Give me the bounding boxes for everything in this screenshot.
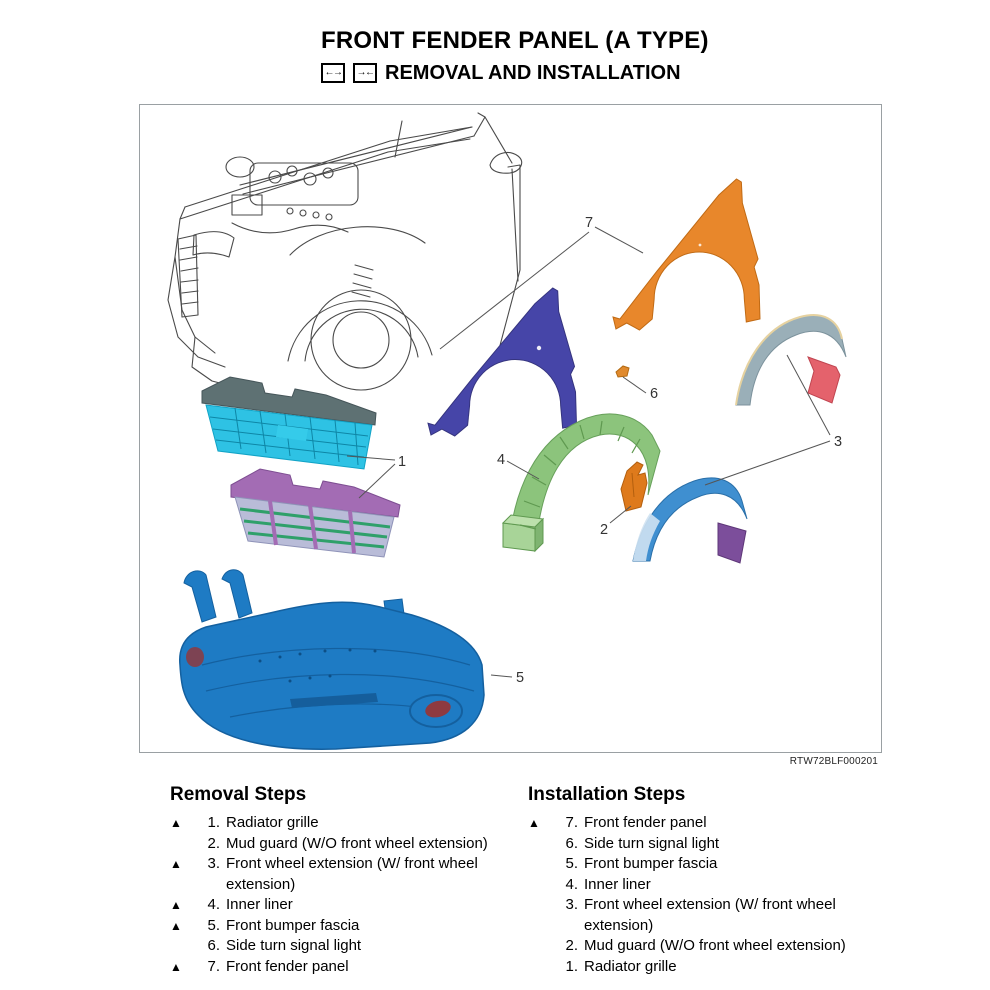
step-number: 4. xyxy=(565,875,578,893)
callout-2: 2 xyxy=(600,522,608,538)
step-text: Front wheel extension (W/ front wheel ex… xyxy=(226,855,478,893)
step-text: Radiator grille xyxy=(226,814,319,831)
front-wheel-extension-blue-part xyxy=(632,477,748,564)
removal-steps-section: Removal Steps ▲ 1. Radiator grille 2. Mud g… xyxy=(170,784,500,977)
removal-step-item: ▲ 1. Radiator grille xyxy=(170,813,500,834)
section-subtitle: REMOVAL AND INSTALLATION xyxy=(385,62,681,85)
callout-4: 4 xyxy=(497,452,505,468)
step-text: Front bumper fascia xyxy=(226,916,360,934)
installation-direction-icon: →← xyxy=(353,63,377,84)
step-marker: ▲ xyxy=(170,918,182,933)
page-title: FRONT FENDER PANEL (A TYPE) xyxy=(321,27,709,54)
side-turn-signal-light-part xyxy=(615,365,630,378)
callout-7: 7 xyxy=(585,215,593,231)
step-text: Front wheel extension (W/ front wheel ex… xyxy=(584,896,836,934)
front-bumper-fascia-part xyxy=(179,569,485,750)
removal-step-item: 2. Mud guard (W/O front wheel extension) xyxy=(170,834,500,855)
removal-step-item: ▲ 4. Inner liner xyxy=(170,895,500,916)
callout-3: 3 xyxy=(834,434,842,450)
front-wheel-extension-gray-part xyxy=(735,314,847,406)
step-text: Side turn signal light xyxy=(226,937,362,954)
page-header: FRONT FENDER PANEL (A TYPE) ←→ →← REMOVA… xyxy=(321,27,709,84)
removal-steps-heading: Removal Steps xyxy=(170,784,307,805)
installation-step-item: 2. Mud guard (W/O front wheel extension) xyxy=(528,936,868,957)
removal-steps-list: ▲ 1. Radiator grille 2. Mud guard (W/O fron… xyxy=(170,813,500,977)
radiator-grille-cyan-part xyxy=(201,376,377,470)
step-number: 6. xyxy=(207,937,220,954)
step-text: Mud guard (W/O front wheel extension) xyxy=(584,937,846,954)
step-marker: ▲ xyxy=(170,816,182,830)
step-marker: ▲ xyxy=(528,816,540,830)
step-number: 1. xyxy=(565,957,578,975)
installation-step-item: 6. Side turn signal light xyxy=(528,834,868,855)
step-number: 3. xyxy=(565,896,578,913)
front-fender-panel-indigo-part xyxy=(427,287,577,437)
installation-steps-section: Installation Steps ▲ 7. Front fender panel… xyxy=(528,784,868,977)
step-text: Radiator grille xyxy=(584,957,677,975)
subtitle-row: ←→ →← REMOVAL AND INSTALLATION xyxy=(321,62,709,84)
step-number: 1. xyxy=(207,814,220,831)
installation-step-item: 5. Front bumper fascia xyxy=(528,854,868,875)
installation-step-item: ▲ 7. Front fender panel xyxy=(528,813,868,834)
step-text: Front fender panel xyxy=(226,957,349,975)
callout-leader-lines xyxy=(346,226,831,678)
inner-liner-part xyxy=(501,413,661,553)
step-text: Inner liner xyxy=(584,875,651,893)
step-number: 2. xyxy=(207,834,220,852)
step-number: 2. xyxy=(565,937,578,954)
step-text: Inner liner xyxy=(226,896,293,913)
installation-step-item: 3. Front wheel extension (W/ front wheel … xyxy=(528,895,868,936)
step-number: 5. xyxy=(207,916,220,934)
step-number: 5. xyxy=(565,855,578,872)
callout-6: 6 xyxy=(650,386,658,402)
installation-steps-heading: Installation Steps xyxy=(528,784,686,805)
callout-5: 5 xyxy=(516,670,524,686)
exploded-diagram-frame: 7 6 3 1 4 2 5 xyxy=(139,104,882,753)
installation-step-item: 4. Inner liner xyxy=(528,875,868,896)
step-text: Mud guard (W/O front wheel extension) xyxy=(226,834,488,852)
step-number: 3. xyxy=(207,855,220,872)
installation-step-item: 1. Radiator grille xyxy=(528,957,868,978)
removal-step-item: ▲ 5. Front bumper fascia xyxy=(170,916,500,937)
step-number: 6. xyxy=(565,834,578,852)
removal-step-item: ▲ 7. Front fender panel xyxy=(170,957,500,978)
removal-step-item: 6. Side turn signal light xyxy=(170,936,500,957)
step-marker: ▲ xyxy=(170,898,182,912)
figure-code: RTW72BLF000201 xyxy=(789,756,878,767)
step-text: Side turn signal light xyxy=(584,834,720,852)
callout-1: 1 xyxy=(398,454,406,470)
step-number: 7. xyxy=(207,957,220,975)
step-text: Front bumper fascia xyxy=(584,855,718,872)
installation-steps-list: ▲ 7. Front fender panel 6. Side turn signal… xyxy=(528,813,868,977)
step-marker: ▲ xyxy=(170,959,182,974)
step-number: 4. xyxy=(207,896,220,913)
step-marker: ▲ xyxy=(170,857,182,871)
callout-labels: 7 6 3 1 4 2 5 xyxy=(398,215,842,686)
step-text: Front fender panel xyxy=(584,814,707,831)
removal-direction-icon: ←→ xyxy=(321,63,345,84)
front-fender-panel-orange-part xyxy=(612,178,761,331)
exploded-diagram: 7 6 3 1 4 2 5 xyxy=(167,112,847,750)
vehicle-line-art-illustration xyxy=(167,112,523,404)
mud-guard-part xyxy=(620,461,648,512)
removal-step-item: ▲ 3. Front wheel extension (W/ front wheel… xyxy=(170,854,500,895)
radiator-grille-purple-part xyxy=(230,468,401,558)
step-number: 7. xyxy=(565,814,578,831)
